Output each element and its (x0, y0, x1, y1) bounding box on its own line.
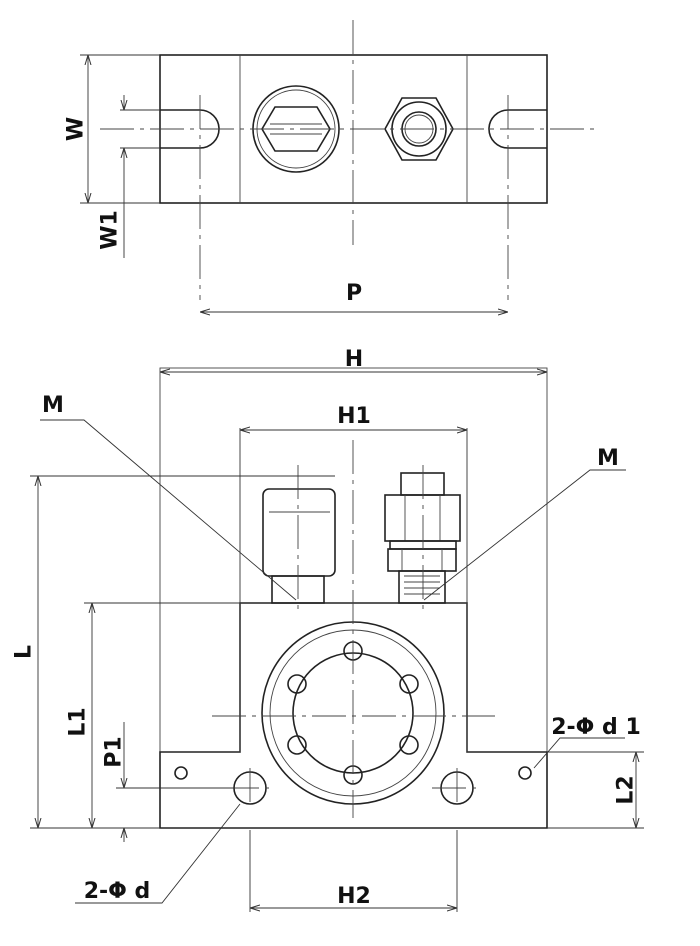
front-left-fitting (262, 488, 336, 604)
label-p1: P1 (102, 736, 127, 767)
label-d: 2-Φ d (84, 879, 151, 904)
leader-m-left (40, 419, 297, 601)
label-w: W (64, 117, 89, 141)
leader-d1 (533, 737, 625, 769)
flange-bolt-hole (399, 735, 419, 755)
flange-bolt-hole (287, 735, 307, 755)
front-right-fitting (384, 472, 461, 604)
label-h2: H2 (337, 884, 371, 909)
top-right-slot (488, 109, 547, 149)
label-m-left: M (42, 393, 64, 418)
top-view (80, 20, 600, 312)
label-p: P (346, 281, 362, 306)
label-m-right: M (597, 446, 619, 471)
flange-bolt-hole (399, 674, 419, 694)
label-d1: 2-Φ d 1 (551, 715, 641, 740)
label-l: L (12, 645, 37, 659)
label-l1: L1 (66, 707, 91, 736)
small-hole-left (174, 766, 188, 780)
front-base-body (159, 602, 548, 829)
label-h1: H1 (337, 404, 371, 429)
dimension-labels: W W1 P H H1 M M L L1 P1 L2 H2 2-Φ d 1 2-… (12, 117, 641, 909)
front-view (30, 367, 644, 912)
label-h: H (345, 347, 363, 372)
leader-d (75, 803, 241, 904)
label-l2: L2 (614, 775, 639, 804)
small-hole-right (518, 766, 532, 780)
label-w1: W1 (98, 210, 123, 250)
leader-m-right (423, 469, 626, 601)
front-housing-outline (159, 367, 548, 829)
flange-bolt-hole (287, 674, 307, 694)
